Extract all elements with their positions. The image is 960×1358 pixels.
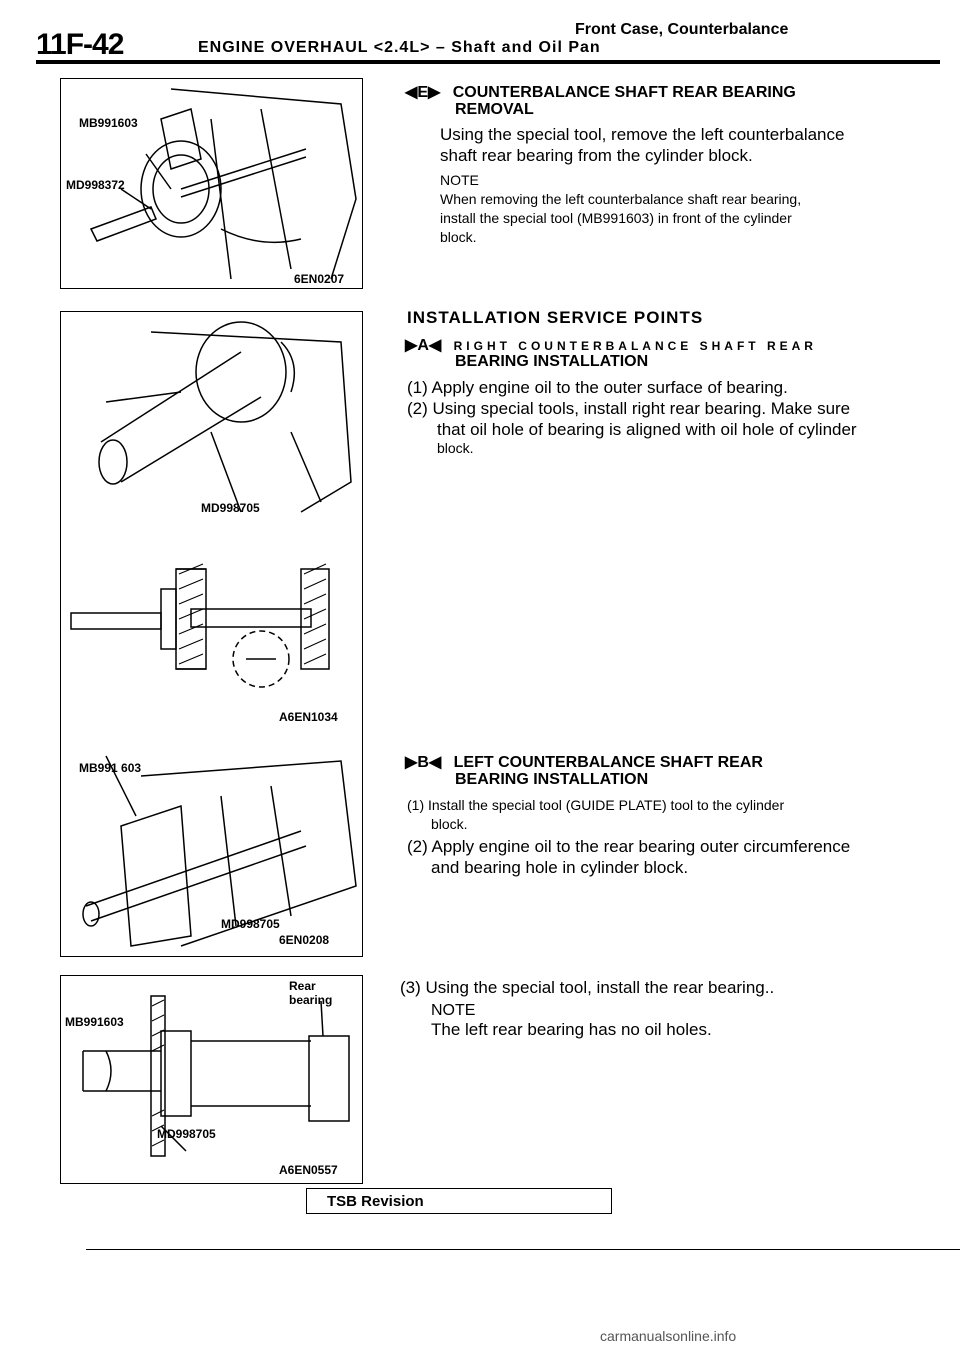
section-e-title-1: COUNTERBALANCE SHAFT REAR BEARING (452, 84, 796, 101)
header-title-line2: ENGINE OVERHAUL <2.4L> – Shaft and Oil P… (198, 39, 601, 56)
figure-4-illustration: MB991 603 MD998705 6EN0208 (60, 736, 363, 957)
figure-2-drawing: MD998705 (98, 321, 352, 515)
section-e-note-line-3: block. (440, 229, 477, 245)
section-a-step-2-line-2: that oil hole of bearing is aligned with… (437, 420, 857, 439)
figure-3-code: A6EN1034 (279, 710, 338, 724)
section-b-step-1-line-2: block. (431, 816, 468, 832)
section-b-step-2-line-1: (2) Apply engine oil to the rear bearing… (407, 837, 851, 856)
watermark: carmanualsonline.info (600, 1328, 737, 1344)
section-e-title-2: REMOVAL (455, 101, 534, 118)
section-b-marker-icon: ▶B◀ (405, 754, 442, 771)
section-e-note-line-2: install the special tool (MB991603) in f… (440, 210, 792, 226)
section-b-step-2-line-2: and bearing hole in cylinder block. (431, 858, 689, 877)
figure-1-tool-label-1: MB991603 (79, 116, 138, 130)
tsb-revision-box: TSB Revision (306, 1188, 612, 1214)
figure-1-tool-label-2: MD998372 (66, 178, 125, 192)
section-b-title-2: BEARING INSTALLATION (455, 771, 649, 788)
figure-5-label-bearing: bearing (289, 993, 332, 1007)
figure-3-illustration: A6EN1034 (60, 529, 363, 737)
section-a-title-1: RIGHT COUNTERBALANCE SHAFT REAR (453, 339, 817, 353)
section-a-title-2: BEARING INSTALLATION (455, 353, 649, 370)
installation-heading: INSTALLATION SERVICE POINTS (407, 308, 704, 327)
section-a-heading: ▶A◀ RIGHT COUNTERBALANCE SHAFT REAR (405, 335, 817, 355)
section-a-step-2-line-3: block. (437, 440, 474, 456)
section-e-para-line-2: shaft rear bearing from the cylinder blo… (440, 146, 753, 165)
section-b-note-text: The left rear bearing has no oil holes. (431, 1020, 712, 1039)
figure-5-code: A6EN0557 (279, 1163, 338, 1177)
figure-4-tool-label-1: MB991 603 (79, 761, 141, 775)
section-e-para-line-1: Using the special tool, remove the left … (440, 125, 845, 144)
figure-4-tool-label-2: MD998705 (221, 917, 280, 931)
figure-5-label-rear: Rear (289, 979, 316, 993)
section-b-note-label: NOTE (431, 1002, 476, 1019)
header-rule (36, 60, 940, 64)
figure-1-code: 6EN0207 (294, 272, 344, 286)
figure-2-tool-label: MD998705 (201, 501, 260, 515)
section-e-note-line-1: When removing the left counterbalance sh… (440, 191, 802, 207)
section-b-title-1: LEFT COUNTERBALANCE SHAFT REAR (453, 754, 763, 771)
figure-2-illustration: MD998705 (60, 311, 363, 531)
figure-3-drawing: A6EN1034 (70, 563, 338, 724)
figure-4-drawing: MB991 603 MD998705 6EN0208 (79, 755, 357, 947)
section-a-step-1: (1) Apply engine oil to the outer surfac… (407, 378, 788, 397)
section-e-marker-icon: ◀E▶ (405, 84, 441, 101)
figure-5-tool-label-2: MD998705 (157, 1127, 216, 1141)
figure-5-drawing: Rear bearing MB991603 MD998705 A6EN0557 (65, 979, 350, 1177)
footer-rule (86, 1249, 960, 1250)
section-e-note-label: NOTE (440, 172, 479, 188)
figure-1-illustration: MB991603 MD998372 6EN0207 (60, 78, 363, 289)
section-b-step-1-line-1: (1) Install the special tool (GUIDE PLAT… (407, 797, 785, 813)
figure-4-code: 6EN0208 (279, 933, 329, 947)
section-b-step-3: (3) Using the special tool, install the … (400, 978, 775, 997)
section-a-step-2-line-1: (2) Using special tools, install right r… (407, 399, 851, 418)
figure-5-illustration: Rear bearing MB991603 MD998705 A6EN0557 (60, 975, 363, 1184)
section-e-heading: ◀E▶ COUNTERBALANCE SHAFT REAR BEARING (405, 82, 796, 102)
figure-5-tool-label-1: MB991603 (65, 1015, 124, 1029)
section-b-heading: ▶B◀ LEFT COUNTERBALANCE SHAFT REAR (405, 752, 763, 772)
section-a-marker-icon: ▶A◀ (405, 337, 442, 354)
page-number: 11F-42 (36, 28, 124, 61)
figure-1-drawing: MB991603 MD998372 6EN0207 (66, 88, 357, 286)
header-title-line1: Front Case, Counterbalance (575, 21, 789, 38)
